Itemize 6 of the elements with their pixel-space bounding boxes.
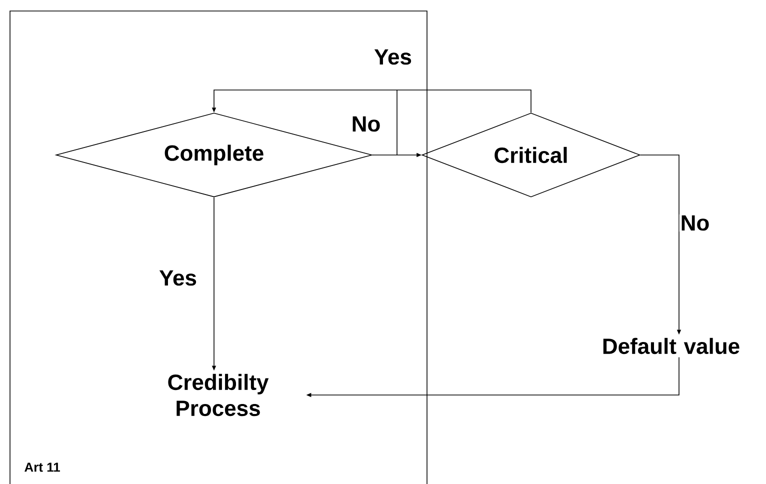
edge-label: Yes bbox=[373, 48, 413, 66]
edge-label: No bbox=[679, 214, 711, 232]
connector-line bbox=[396, 90, 398, 156]
outcome-text: Credibilty Process bbox=[168, 374, 269, 416]
outcome-text: Default value bbox=[603, 338, 740, 354]
edge-label: Yes bbox=[158, 269, 198, 287]
